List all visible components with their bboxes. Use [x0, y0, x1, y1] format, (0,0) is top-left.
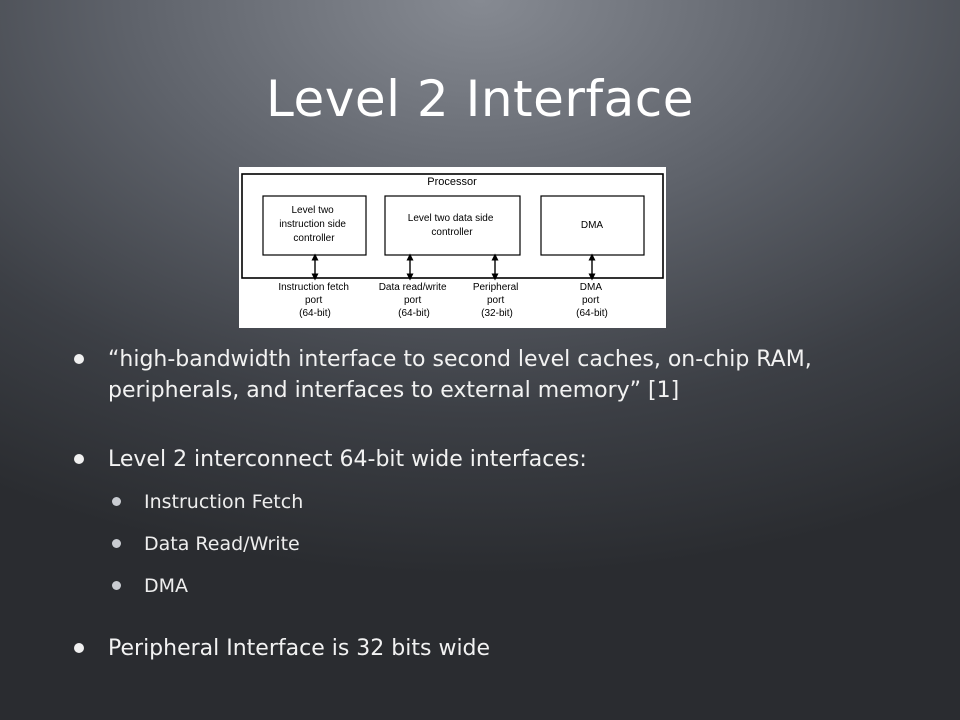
- data-rw-port-label: Data read/write port (64-bit): [379, 282, 450, 319]
- sub-bullet-instruction-fetch: Instruction Fetch: [112, 489, 844, 515]
- processor-diagram-svg: Processor Level two instruction side con…: [241, 173, 664, 319]
- l2-instruction-controller-label: Level two instruction side controller: [279, 205, 348, 244]
- slide-title: Level 2 Interface: [266, 70, 694, 128]
- processor-diagram: Processor Level two instruction side con…: [239, 167, 666, 328]
- bullet-level2-interconnect: Level 2 interconnect 64-bit wide interfa…: [74, 444, 928, 475]
- processor-label: Processor: [427, 176, 477, 188]
- l2-data-controller-label: Level two data side controller: [408, 213, 496, 238]
- processor-box: [241, 173, 664, 279]
- peripheral-port-label: Peripheral port (32-bit): [473, 282, 521, 319]
- instruction-fetch-port-label: Instruction fetch port (64-bit): [278, 282, 351, 319]
- sub-bullet-data-read-write: Data Read/Write: [112, 531, 844, 557]
- bullet-peripheral-interface: Peripheral Interface is 32 bits wide: [74, 633, 928, 664]
- l2-data-controller-box: [384, 195, 521, 256]
- sub-bullet-dma: DMA: [112, 573, 844, 599]
- dma-label: DMA: [581, 220, 604, 231]
- dma-port-label: DMA port (64-bit): [576, 282, 608, 319]
- bullet-quote: “high-bandwidth interface to second leve…: [74, 344, 928, 406]
